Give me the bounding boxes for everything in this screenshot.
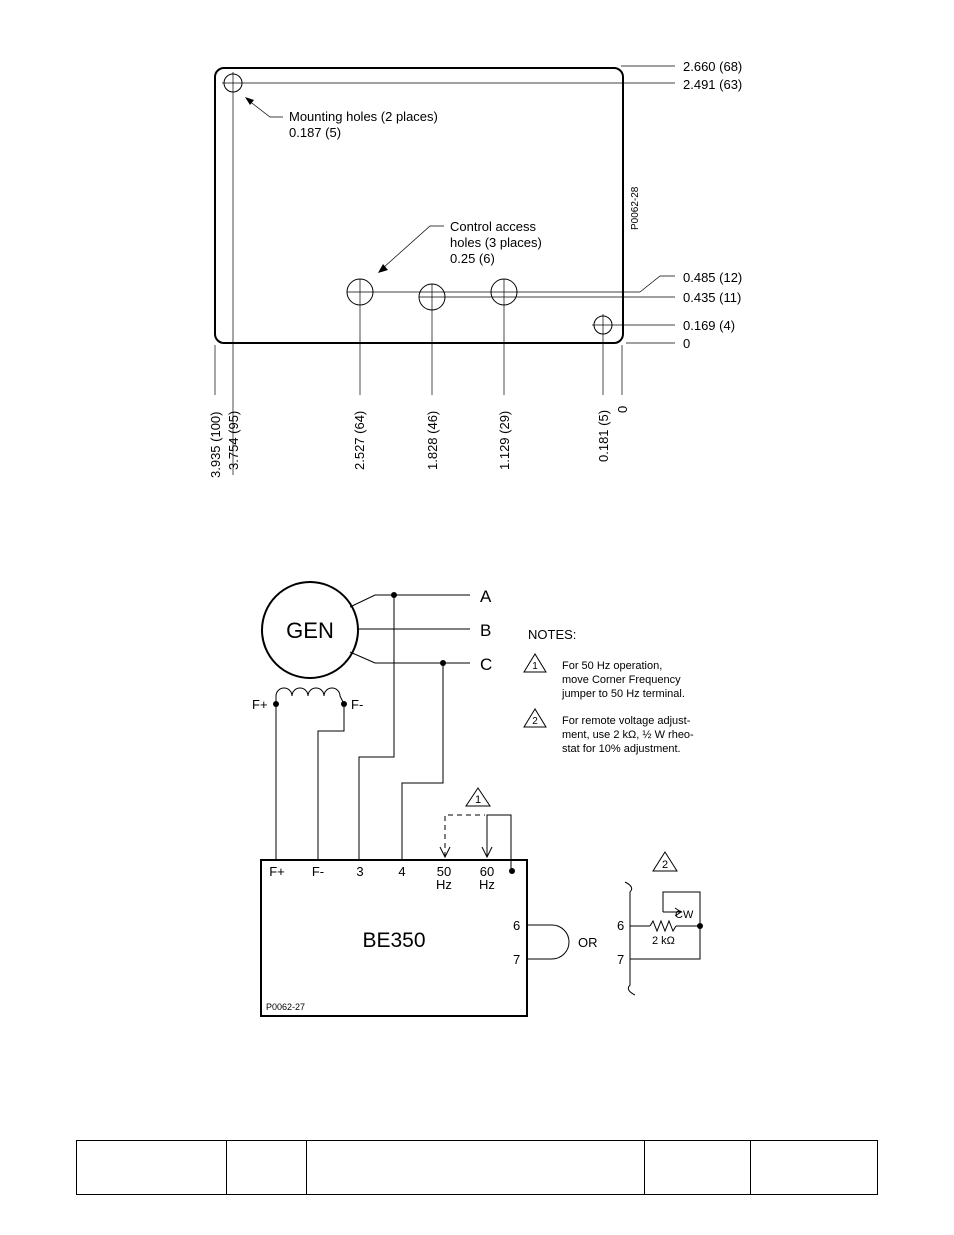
device-label: BE350 (362, 929, 425, 952)
mounting-diagram: 2.660 (68) 2.491 (63) 0.485 (12) 0.435 (… (208, 59, 742, 478)
jumper-50hz-dashed (444, 814, 485, 857)
rheostat-value-label: 2 kΩ (652, 935, 675, 947)
note-2-number: 2 (532, 716, 538, 727)
control-holes-label-line2: holes (3 places) (450, 235, 542, 250)
footer-cell-5 (751, 1141, 877, 1194)
note-2-line2: ment, use 2 kΩ, ½ W rheo- (562, 729, 694, 741)
note-marker-1-triangle (465, 787, 491, 807)
mounting-callout-arrow (245, 97, 254, 105)
dim-label-2660: 2.660 (68) (683, 59, 742, 74)
rheostat-resistor (649, 919, 677, 933)
rheostat-junction (697, 923, 703, 929)
wire-3 (358, 595, 395, 860)
jumper-terminal-dot (509, 868, 515, 874)
notes-title: NOTES: (528, 627, 576, 642)
phase-label-c: C (480, 655, 492, 674)
footer-cell-3 (307, 1141, 645, 1194)
control-holes-label-line3: 0.25 (6) (450, 251, 495, 266)
note-1-line2: move Corner Frequency (562, 674, 681, 686)
dim-label-0435: 0.435 (11) (683, 290, 741, 305)
mounting-holes-label-line2: 0.187 (5) (289, 125, 341, 140)
wire-f-minus (317, 704, 345, 860)
dim-label-2527: 2.527 (64) (352, 411, 367, 470)
jumper-60hz (486, 814, 512, 870)
note-2-line1: For remote voltage adjust- (562, 715, 691, 727)
generator-label: GEN (286, 618, 334, 643)
terminal-label-3: 3 (356, 864, 363, 879)
footer-cell-1 (77, 1141, 227, 1194)
be350-box (260, 859, 528, 1017)
note-marker-2-number: 2 (662, 859, 668, 871)
note-1-line3: jumper to 50 Hz terminal. (561, 688, 685, 700)
field-plus-label: F+ (252, 697, 268, 712)
phase-line-a (349, 594, 470, 608)
note-marker-2-triangle (652, 851, 678, 872)
dim-label-3754: 3.754 (95) (226, 411, 241, 470)
phase-label-b: B (480, 621, 491, 640)
footer-table (76, 1140, 878, 1195)
terminal-strip-break (624, 881, 636, 996)
jumper-60hz-arrow (481, 846, 493, 859)
wire-4 (401, 663, 444, 860)
terminal-label-60: 60 (480, 864, 494, 879)
rheostat-terminal-7: 7 (617, 952, 624, 967)
side-terminal-6: 6 (513, 918, 520, 933)
dim-label-0169: 0.169 (4) (683, 318, 735, 333)
phase-label-a: A (480, 587, 492, 606)
control-callout-arrow (378, 264, 388, 273)
note-2-triangle (523, 708, 547, 728)
footer-cell-2 (227, 1141, 307, 1194)
note-1-number: 1 (532, 661, 538, 672)
rheostat-wiper-wire (662, 891, 701, 926)
control-callout-leader (382, 225, 444, 269)
terminal-label-4: 4 (398, 864, 405, 879)
board-outline (214, 67, 624, 344)
note-2-line3: stat for 10% adjustment. (562, 743, 681, 755)
wiring-diagram: GEN A B C F+ F- 1 F+ F- 3 4 (252, 581, 703, 1017)
terminal-label-50: 50 (437, 864, 451, 879)
note-1-triangle (523, 653, 547, 673)
terminal-label-60-hz: Hz (479, 877, 495, 892)
mounting-figure-id: P0062-28 (630, 186, 641, 230)
dim-label-3935: 3.935 (100) (208, 412, 223, 479)
note-1-line1: For 50 Hz operation, (562, 660, 662, 672)
jumper-loop-6-7 (527, 924, 570, 960)
field-coil (275, 687, 345, 705)
terminal-label-f-minus: F- (312, 864, 324, 879)
control-holes-label-line1: Control access (450, 219, 536, 234)
terminal-label-f-plus: F+ (269, 864, 285, 879)
field-minus-label: F- (351, 697, 363, 712)
dim-label-1828: 1.828 (46) (425, 411, 440, 470)
or-label: OR (578, 935, 598, 950)
dim-leader-0485 (639, 275, 675, 293)
dim-label-0181: 0.181 (5) (596, 410, 611, 462)
rheostat-wiper-arrowhead (674, 907, 682, 917)
notes-block: NOTES: 1 For 50 Hz operation, move Corne… (523, 627, 694, 755)
mounting-callout-leader (247, 99, 283, 118)
rheostat-cw-label: CW (675, 909, 694, 921)
terminal-label-50-hz: Hz (436, 877, 452, 892)
generator-symbol (261, 581, 359, 679)
jumper-50hz-arrow (439, 846, 451, 859)
wiring-figure-id: P0062-27 (266, 1002, 305, 1012)
dim-label-0-bottom: 0 (615, 406, 630, 413)
mounting-holes-label-line1: Mounting holes (2 places) (289, 109, 438, 124)
dim-label-0-right: 0 (683, 336, 690, 351)
side-terminal-7: 7 (513, 952, 520, 967)
phase-line-c (349, 651, 470, 664)
dim-label-2491: 2.491 (63) (683, 77, 742, 92)
note-marker-1-number: 1 (475, 794, 481, 806)
footer-cell-4 (645, 1141, 751, 1194)
dim-label-1129: 1.129 (29) (497, 411, 512, 470)
rheostat-terminal-6: 6 (617, 918, 624, 933)
dim-label-0485: 0.485 (12) (683, 270, 742, 285)
rheostat-wire-7 (630, 926, 701, 960)
